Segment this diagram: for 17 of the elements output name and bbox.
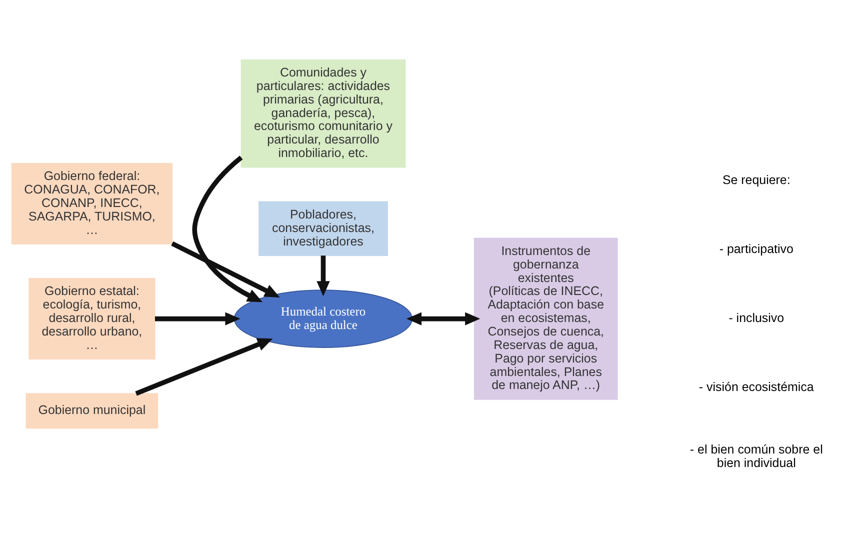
label: - visión ecosistémica: [698, 380, 814, 394]
arrow: [192, 156, 263, 302]
arrow: [171, 241, 280, 298]
node-box: Gobierno federal: CONAGUA, CONAFOR, CONANP, INECC, SAGARPA, TURISMO, …: [11, 162, 173, 244]
label: - participativo: [719, 242, 794, 256]
node-box: Comunidades y particulares: actividades primarias (agricultura, ganadería, pesca), ecoturismo comunitario y particular, desarrollo inmobiliario, etc.: [240, 59, 406, 168]
node-box: Instrumentos de gobernanza existentes (Políticas de INECC, Adaptación con base en ecosistemas, Consejos de cuenca, Reservas de agua, Pago por servicios ambientales, Planes de manejo ANP, …): [474, 238, 618, 400]
arrow: [135, 338, 273, 396]
label: - inclusivo: [728, 311, 784, 326]
arrow: [155, 312, 240, 326]
node-box: Gobierno estatal: ecología, turismo, desarrollo rural, desarrollo urbano, …: [28, 278, 156, 360]
node-box: Pobladores, conservacionistas, investigadores: [258, 201, 388, 256]
node-box: Gobierno municipal: [26, 393, 158, 429]
label: - el bien común sobre el bien individual: [690, 442, 823, 470]
label: Se requiere:: [722, 172, 790, 187]
arrow: [406, 312, 480, 326]
arrow: [316, 256, 330, 296]
